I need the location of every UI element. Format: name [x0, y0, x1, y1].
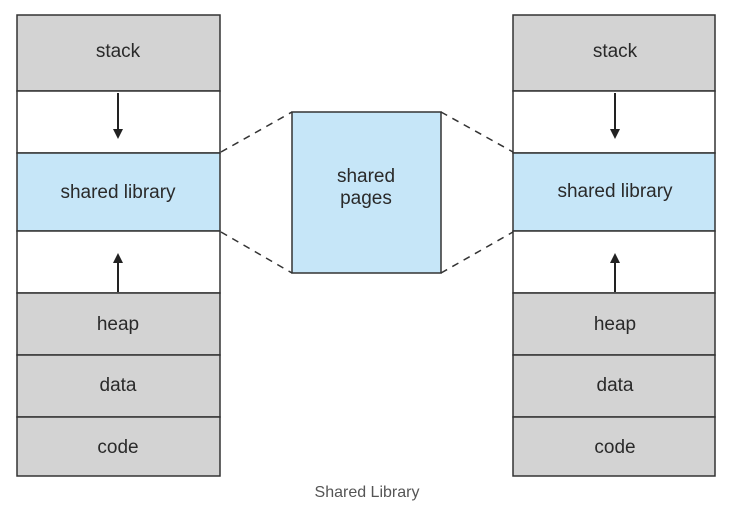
figure-caption: Shared Library	[315, 484, 420, 501]
shared-pages-block: shared pages	[291, 111, 442, 274]
left-stack-label: stack	[96, 41, 141, 62]
shared-pages-box	[291, 111, 442, 274]
left-code-label: code	[97, 437, 138, 458]
right-bottom-connector	[440, 231, 514, 274]
right-top-connector	[440, 111, 514, 153]
left-process-memory: stack shared library heap data code	[16, 14, 221, 477]
shared-pages-line-2: pages	[340, 188, 392, 209]
left-shared-library-label: shared library	[60, 182, 176, 203]
left-shared-library-segment	[16, 152, 221, 232]
left-code-segment	[16, 416, 221, 477]
right-heap-label: heap	[594, 314, 636, 335]
left-data-segment	[16, 354, 221, 418]
left-bottom-connector	[220, 231, 293, 274]
right-process-memory: stack shared library heap data code	[512, 14, 716, 477]
left-stack-segment	[16, 14, 221, 92]
right-stack-label: stack	[593, 41, 638, 62]
mapping-connectors	[220, 111, 514, 274]
right-heap-segment	[512, 292, 716, 356]
right-shared-library-segment	[512, 152, 716, 232]
right-shared-library-label: shared library	[557, 181, 673, 202]
left-heap-label: heap	[97, 314, 139, 335]
left-data-label: data	[100, 375, 137, 396]
right-code-segment	[512, 416, 716, 477]
right-data-segment	[512, 354, 716, 418]
right-code-label: code	[594, 437, 635, 458]
left-top-connector	[220, 111, 293, 153]
shared-pages-line-1: shared	[337, 166, 395, 187]
right-data-label: data	[597, 375, 634, 396]
